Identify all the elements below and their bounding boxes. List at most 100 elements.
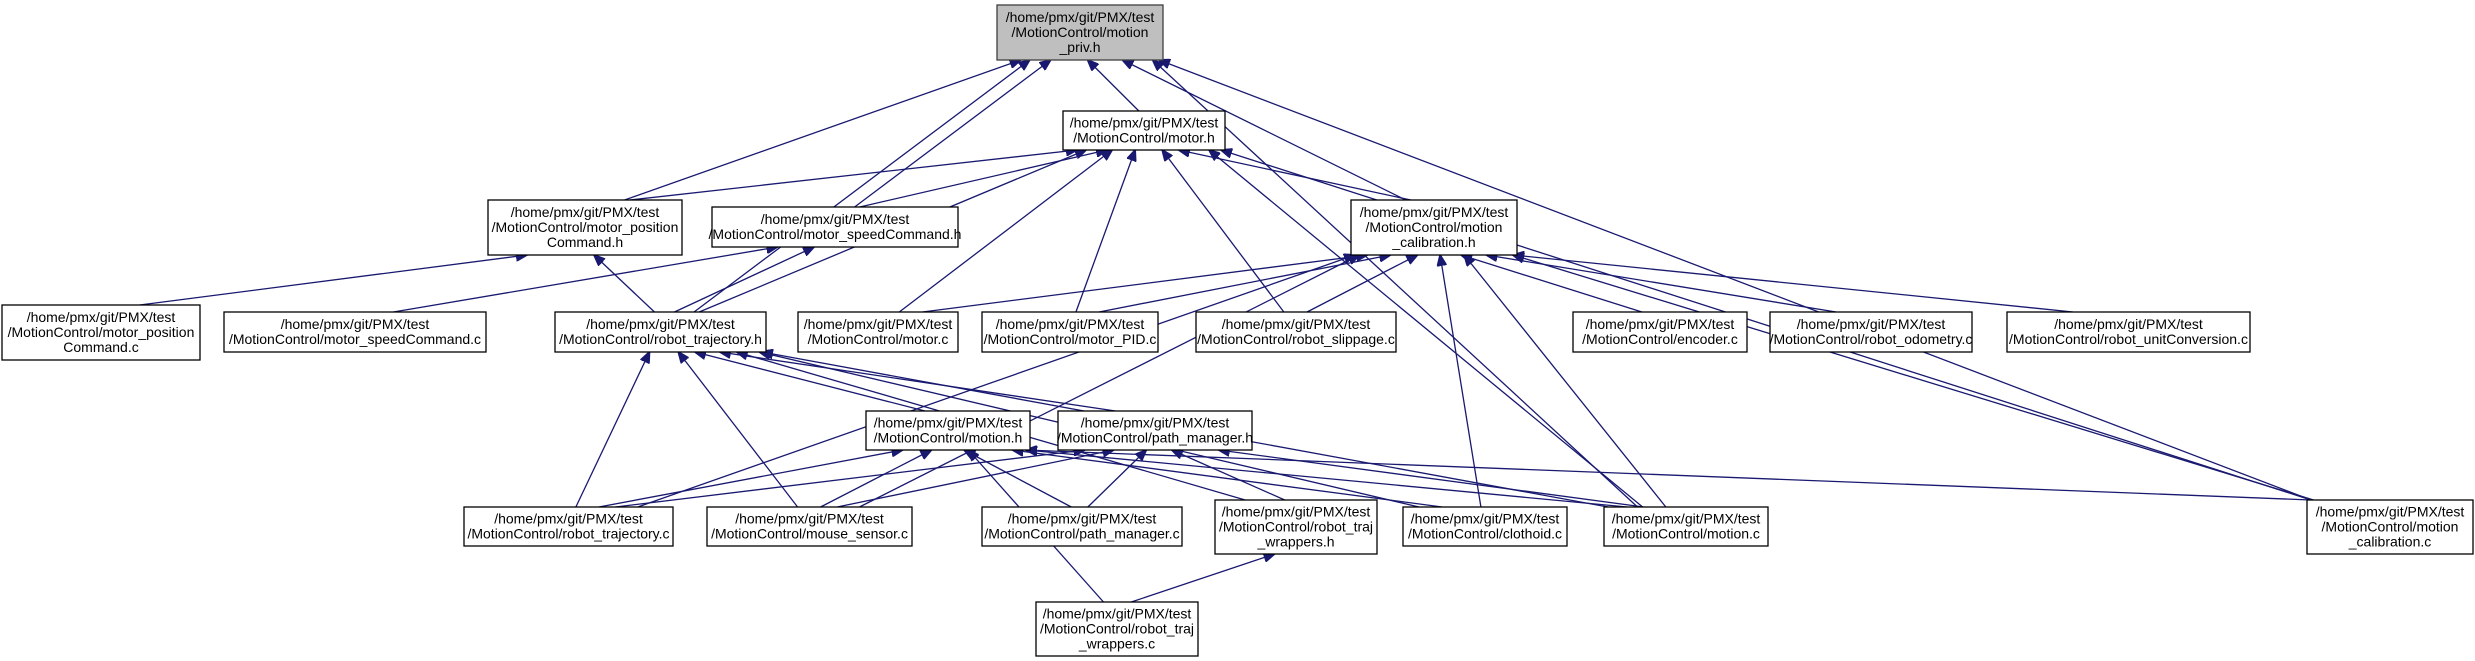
node-motor_speedcommand_c[interactable]: /home/pmx/git/PMX/test/MotionControl/mot… bbox=[223, 311, 487, 353]
edge-motor_speedcommand_h-to-motion_priv_h bbox=[854, 60, 1051, 208]
node-label-line: /MotionControl/robot_slippage.c bbox=[1197, 331, 1395, 347]
node-label-line: _wrappers.c bbox=[1078, 636, 1155, 652]
node-box bbox=[981, 506, 1183, 547]
node-box bbox=[487, 199, 683, 256]
node-label-line: /home/pmx/git/PMX/test bbox=[1006, 9, 1155, 25]
node-box bbox=[554, 311, 767, 353]
node-label-line: /home/pmx/git/PMX/test bbox=[2054, 316, 2203, 332]
file-nodes: /home/pmx/git/PMX/test/MotionControl/mot… bbox=[1, 4, 2474, 657]
node-label-line: /home/pmx/git/PMX/test bbox=[1612, 511, 1761, 527]
node-label-line: /home/pmx/git/PMX/test bbox=[1081, 415, 1230, 431]
node-robot_traj_wrappers_h[interactable]: /home/pmx/git/PMX/test/MotionControl/rob… bbox=[1214, 499, 1378, 555]
node-box bbox=[1214, 499, 1378, 555]
node-label-line: /MotionControl/motion bbox=[1012, 24, 1149, 40]
edge-robot_traj_wrappers_c-to-robot_traj_wrappers_h bbox=[1131, 554, 1274, 603]
edge-motor_c-to-motor_h bbox=[898, 150, 1112, 313]
node-robot_odometry_c[interactable]: /home/pmx/git/PMX/test/MotionControl/rob… bbox=[1769, 311, 1973, 353]
node-label-line: /MotionControl/motor.c bbox=[808, 331, 949, 347]
node-motion_priv_h[interactable]: /home/pmx/git/PMX/test/MotionControl/mot… bbox=[996, 4, 1164, 61]
edge-robot_trajectory_h-to-motion_priv_h bbox=[693, 60, 1030, 313]
node-label-line: /home/pmx/git/PMX/test bbox=[1070, 115, 1219, 131]
node-motor_speedcommand_h[interactable]: /home/pmx/git/PMX/test/MotionControl/mot… bbox=[709, 206, 962, 248]
node-motion_h[interactable]: /home/pmx/git/PMX/test/MotionControl/mot… bbox=[865, 410, 1031, 451]
edge-path_manager_h-to-robot_trajectory_h bbox=[720, 352, 1116, 412]
node-label-line: /home/pmx/git/PMX/test bbox=[511, 204, 660, 220]
node-motor_position_command_h[interactable]: /home/pmx/git/PMX/test/MotionControl/mot… bbox=[487, 199, 683, 256]
edge-robot_trajectory_c-to-motion_calibration_h bbox=[637, 255, 1355, 508]
node-box bbox=[1, 304, 201, 361]
node-motor_pid_c[interactable]: /home/pmx/git/PMX/test/MotionControl/mot… bbox=[981, 311, 1159, 353]
node-motion_calibration_h[interactable]: /home/pmx/git/PMX/test/MotionControl/mot… bbox=[1350, 199, 1518, 256]
node-label-line: /home/pmx/git/PMX/test bbox=[1411, 511, 1560, 527]
node-path_manager_h[interactable]: /home/pmx/git/PMX/test/MotionControl/pat… bbox=[1057, 410, 1253, 451]
node-motor_h[interactable]: /home/pmx/git/PMX/test/MotionControl/mot… bbox=[1062, 110, 1226, 151]
node-box bbox=[1057, 410, 1253, 451]
node-motor_position_command_c[interactable]: /home/pmx/git/PMX/test/MotionControl/mot… bbox=[1, 304, 201, 361]
node-label-line: Command.c bbox=[63, 339, 138, 355]
node-label-line: /home/pmx/git/PMX/test bbox=[735, 511, 884, 527]
node-motor_c[interactable]: /home/pmx/git/PMX/test/MotionControl/mot… bbox=[797, 311, 959, 353]
edge-robot_traj_wrappers_h-to-path_manager_h bbox=[1172, 450, 1285, 501]
node-encoder_c[interactable]: /home/pmx/git/PMX/test/MotionControl/enc… bbox=[1572, 311, 1748, 353]
node-label-line: /home/pmx/git/PMX/test bbox=[1797, 316, 1946, 332]
node-label-line: /home/pmx/git/PMX/test bbox=[1043, 606, 1192, 622]
edge-encoder_c-to-motion_calibration_h bbox=[1461, 255, 1643, 313]
node-label-line: /MotionControl/motor.h bbox=[1073, 130, 1215, 146]
edge-motion_calibration_h-to-motor_h bbox=[1179, 150, 1411, 201]
node-label-line: /home/pmx/git/PMX/test bbox=[761, 211, 910, 227]
node-label-line: Command.h bbox=[547, 234, 623, 250]
node-label-line: /MotionControl/motion bbox=[1366, 219, 1503, 235]
node-box bbox=[1035, 601, 1199, 657]
node-label-line: /MotionControl/robot_trajectory.c bbox=[467, 526, 669, 542]
edge-motion_calibration_c-to-motion_priv_h bbox=[1159, 60, 2312, 501]
node-label-line: /home/pmx/git/PMX/test bbox=[494, 511, 643, 527]
edge-robot_trajectory_c-to-path_manager_h bbox=[615, 450, 1084, 508]
edge-motion_calibration_c-to-motion_calibration_h bbox=[1513, 255, 2314, 501]
node-robot_slippage_c[interactable]: /home/pmx/git/PMX/test/MotionControl/rob… bbox=[1195, 311, 1397, 353]
node-box bbox=[1195, 311, 1397, 353]
node-label-line: /MotionControl/motor_speedCommand.c bbox=[229, 331, 481, 347]
node-label-line: /MotionControl/motor_position bbox=[8, 324, 195, 340]
node-box bbox=[223, 311, 487, 353]
node-box bbox=[1769, 311, 1973, 353]
node-label-line: /MotionControl/motion.c bbox=[1612, 526, 1760, 542]
edge-robot_trajectory_c-to-motion_h bbox=[598, 450, 903, 508]
edge-robot_slippage_c-to-motor_h bbox=[1162, 150, 1285, 313]
node-robot_trajectory_h[interactable]: /home/pmx/git/PMX/test/MotionControl/rob… bbox=[554, 311, 767, 353]
node-clothoid_c[interactable]: /home/pmx/git/PMX/test/MotionControl/clo… bbox=[1402, 506, 1568, 547]
node-box bbox=[706, 506, 913, 547]
node-robot_traj_wrappers_c[interactable]: /home/pmx/git/PMX/test/MotionControl/rob… bbox=[1035, 601, 1199, 657]
node-label-line: _wrappers.h bbox=[1256, 534, 1334, 550]
node-mouse_sensor_c[interactable]: /home/pmx/git/PMX/test/MotionControl/mou… bbox=[706, 506, 913, 547]
node-label-line: _calibration.h bbox=[1391, 234, 1475, 250]
edge-motor_speedcommand_c-to-motor_speedcommand_h bbox=[393, 247, 777, 313]
edge-motion_calibration_h-to-motion_priv_h bbox=[1122, 60, 1406, 201]
edge-motor_position_command_h-to-motor_h bbox=[629, 150, 1077, 201]
edge-motor_position_command_h-to-motion_priv_h bbox=[624, 60, 1021, 201]
node-robot_trajectory_c[interactable]: /home/pmx/git/PMX/test/MotionControl/rob… bbox=[463, 506, 674, 547]
edge-mouse_sensor_c-to-motion_h bbox=[820, 450, 932, 508]
node-box bbox=[1603, 506, 1769, 547]
edge-motor_position_command_c-to-motor_position_command_h bbox=[139, 255, 527, 306]
node-box bbox=[463, 506, 674, 547]
node-box bbox=[2306, 499, 2474, 555]
node-label-line: /MotionControl/motor_position bbox=[492, 219, 679, 235]
node-label-line: /MotionControl/motion.h bbox=[874, 430, 1023, 446]
node-box bbox=[996, 4, 1164, 61]
node-robot_unitconversion_c[interactable]: /home/pmx/git/PMX/test/MotionControl/rob… bbox=[2006, 311, 2251, 353]
edge-robot_trajectory_c-to-robot_trajectory_h bbox=[575, 352, 650, 508]
edge-mouse_sensor_c-to-path_manager_h bbox=[837, 450, 1113, 508]
node-motion_calibration_c[interactable]: /home/pmx/git/PMX/test/MotionControl/mot… bbox=[2306, 499, 2474, 555]
node-box bbox=[1350, 199, 1518, 256]
edge-clothoid_c-to-motion_calibration_h bbox=[1440, 255, 1482, 508]
edge-motor_pid_c-to-motor_h bbox=[1075, 150, 1135, 313]
edge-robot_trajectory_h-to-motor_speedcommand_h bbox=[674, 247, 814, 313]
node-label-line: /home/pmx/git/PMX/test bbox=[2316, 504, 2465, 520]
node-motion_c[interactable]: /home/pmx/git/PMX/test/MotionControl/mot… bbox=[1603, 506, 1769, 547]
node-box bbox=[2006, 311, 2251, 353]
node-label-line: /home/pmx/git/PMX/test bbox=[1360, 204, 1509, 220]
node-label-line: /MotionControl/clothoid.c bbox=[1408, 526, 1562, 542]
node-label-line: /MotionControl/robot_unitConversion.c bbox=[2009, 331, 2248, 347]
node-label-line: /MotionControl/robot_traj bbox=[1040, 621, 1194, 637]
node-path_manager_c[interactable]: /home/pmx/git/PMX/test/MotionControl/pat… bbox=[981, 506, 1183, 547]
